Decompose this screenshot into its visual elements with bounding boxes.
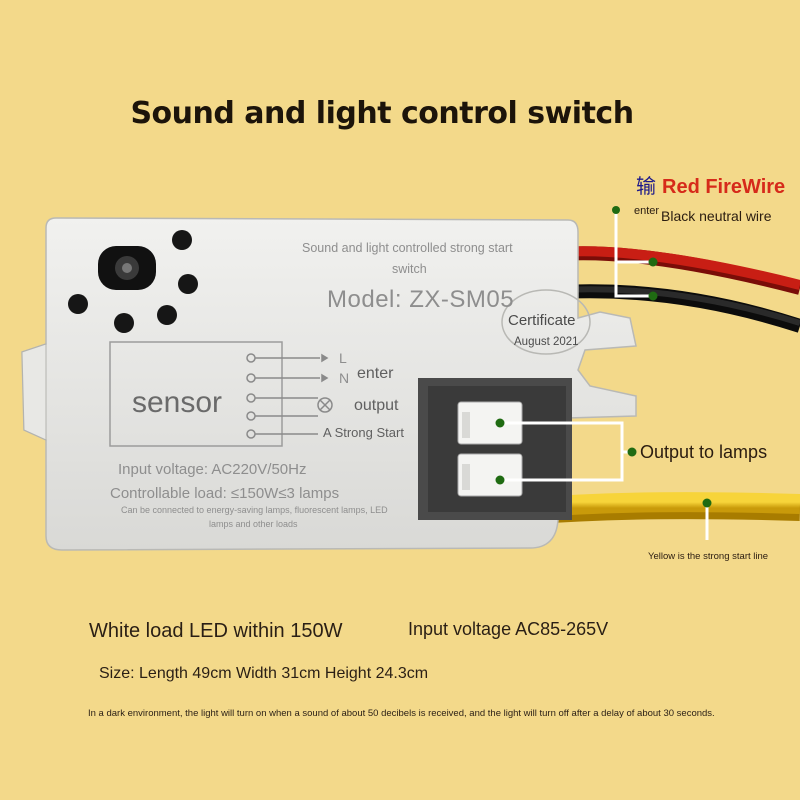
terminal-output-label: output [354, 397, 399, 414]
certificate-date: August 2021 [514, 336, 579, 348]
red-wire [559, 246, 800, 295]
black-neutral-label: Black neutral wire [661, 208, 772, 224]
device-label-line1: Sound and light controlled strong start [302, 241, 513, 255]
red-firewire-callout: 输 Red FireWire [636, 170, 785, 199]
description-text: In a dark environment, the light will tu… [88, 708, 715, 719]
terminal-l-label: L [339, 350, 347, 366]
sensor-label: sensor [132, 386, 223, 419]
enter-small-label: enter [634, 205, 660, 217]
terminal-strong-start-label: A Strong Start [323, 425, 404, 440]
terminal-diagram [246, 353, 333, 439]
output-to-lamps-label: Output to lamps [640, 442, 768, 462]
size-spec: Size: Length 49cm Width 31cm Height 24.3… [99, 665, 429, 682]
input-voltage-spec: Input voltage AC85-265V [408, 619, 609, 639]
controllable-load-printed: Controllable load: ≤150W≤3 lamps [110, 485, 340, 502]
red-firewire-label: Red FireWire [662, 176, 786, 198]
white-load-spec: White load LED within 150W [89, 620, 343, 642]
marker-dots [495, 206, 712, 508]
microphone-holes [68, 230, 198, 333]
certificate-ring [501, 289, 591, 355]
compat-line1: Can be connected to energy-saving lamps,… [121, 505, 388, 515]
terminal-n-label: N [339, 370, 350, 386]
model-number: Model: ZX-SM05 [327, 286, 515, 313]
page-title: Sound and light control switch [130, 96, 634, 131]
compat-line2: lamps and other loads [209, 519, 298, 529]
terminal-enter-label: enter [357, 365, 394, 382]
terminal-block [418, 378, 572, 520]
yellow-line-note: Yellow is the strong start line [648, 551, 769, 562]
callout-lines [500, 210, 709, 540]
certificate-label: Certificate [508, 312, 576, 329]
device-label-line2: switch [392, 262, 427, 276]
black-wire [559, 284, 800, 333]
sensor-label-box [109, 341, 283, 447]
input-voltage-printed: Input voltage: AC220V/50Hz [118, 461, 307, 478]
input-char: 输 [636, 176, 656, 198]
